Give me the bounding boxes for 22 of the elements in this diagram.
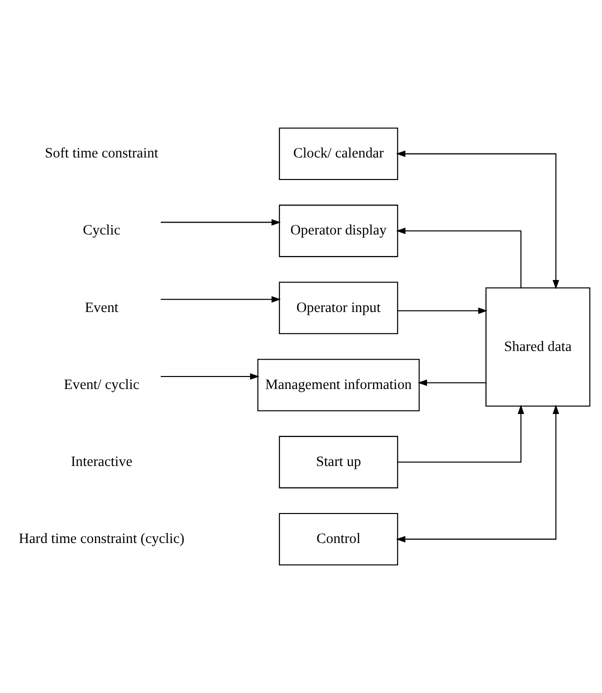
node-box: Operator display — [278, 204, 398, 258]
node-box: Start up — [278, 436, 398, 488]
label: Hard time constraint (cyclic) — [18, 531, 184, 547]
arrow — [398, 404, 524, 463]
arrow — [418, 379, 486, 386]
node-text: Event/ cyclic — [64, 376, 140, 393]
node-text: Cyclic — [82, 222, 120, 239]
arrow — [160, 373, 260, 380]
label: Soft time constraint — [44, 146, 158, 162]
label: Interactive — [70, 454, 132, 470]
node-box: Shared data — [485, 287, 590, 407]
node-text: Event — [84, 300, 118, 316]
arrow — [160, 296, 281, 303]
node-box: Management information — [257, 358, 420, 412]
arrow — [160, 219, 281, 226]
arrow — [398, 308, 488, 314]
arrow — [396, 228, 522, 288]
arrow — [396, 404, 560, 542]
node-box: Operator input — [278, 282, 398, 334]
node-box: Clock/ calendar — [278, 128, 398, 180]
node-box: Control — [278, 513, 398, 566]
arrow — [396, 150, 560, 290]
